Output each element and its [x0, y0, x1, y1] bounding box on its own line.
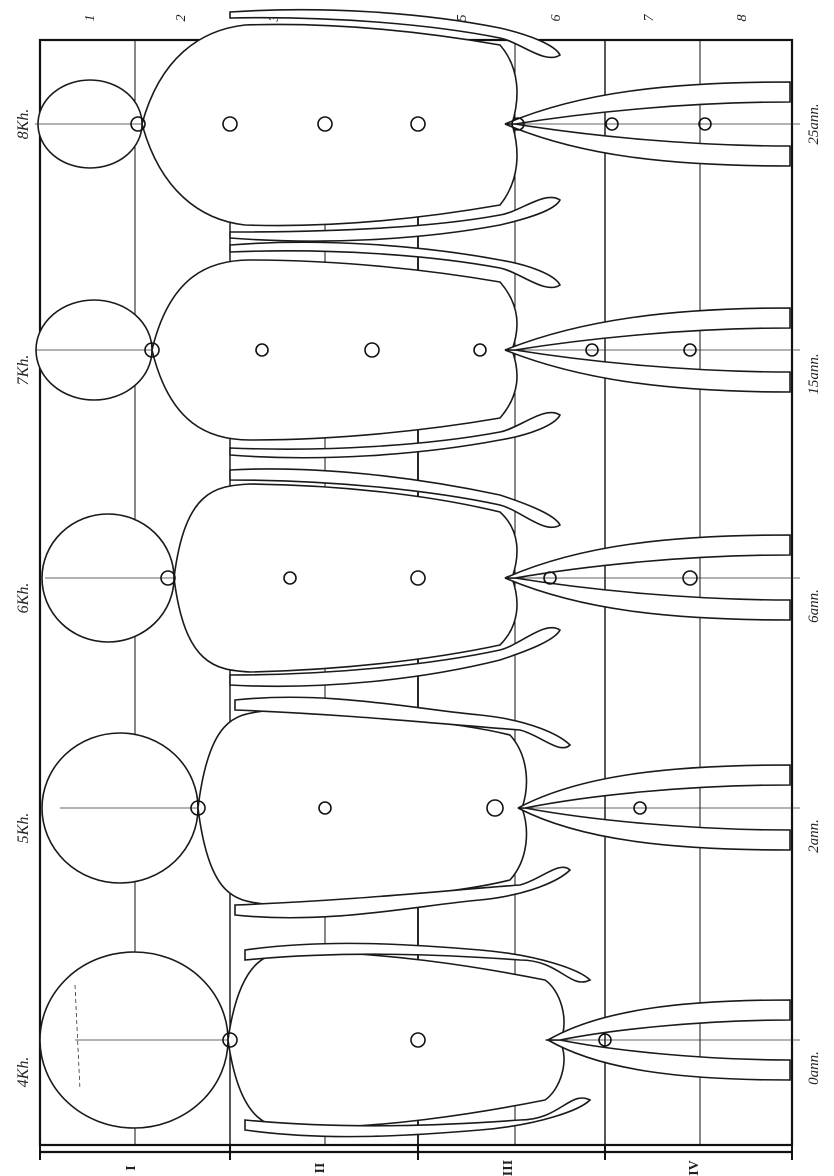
head-count-label: 7Kh.: [15, 355, 32, 386]
head-count-label: 6Kh.: [15, 583, 32, 614]
column-number: 2: [174, 15, 189, 22]
torso: [152, 260, 517, 440]
head-count-label: 8Kh.: [15, 109, 32, 140]
figure-6-years: [42, 469, 800, 686]
roman-numeral: III: [501, 1160, 516, 1176]
head-count-labels: 4Kh. 5Kh. 6Kh. 7Kh. 8Kh.: [15, 109, 32, 1088]
torso: [142, 24, 517, 225]
torso: [174, 484, 517, 672]
figure-adult: [35, 10, 800, 241]
column-number: 1: [83, 15, 98, 22]
figure-2-years: [42, 697, 800, 918]
age-label: 0ann.: [806, 1051, 822, 1085]
torso: [198, 710, 526, 905]
torso: [228, 952, 564, 1129]
age-label: 15ann.: [806, 353, 822, 394]
head-count-label: 4Kh.: [15, 1057, 32, 1088]
figure-newborn: [40, 943, 800, 1136]
roman-scale: I II III IV: [40, 1145, 792, 1176]
roman-numeral: IV: [687, 1160, 702, 1176]
column-number: 8: [735, 15, 750, 22]
age-labels: 0ann. 2ann. 6ann. 15ann. 25ann.: [806, 103, 822, 1085]
roman-numeral: II: [313, 1163, 328, 1174]
age-label: 2ann.: [806, 819, 822, 853]
figure-15-years: [35, 242, 800, 457]
column-number: 7: [642, 14, 657, 22]
roman-numeral: I: [124, 1165, 139, 1170]
column-number: 6: [549, 15, 564, 22]
head-count-label: 5Kh.: [15, 813, 32, 844]
age-label: 6ann.: [806, 589, 822, 623]
age-label: 25ann.: [806, 103, 822, 144]
